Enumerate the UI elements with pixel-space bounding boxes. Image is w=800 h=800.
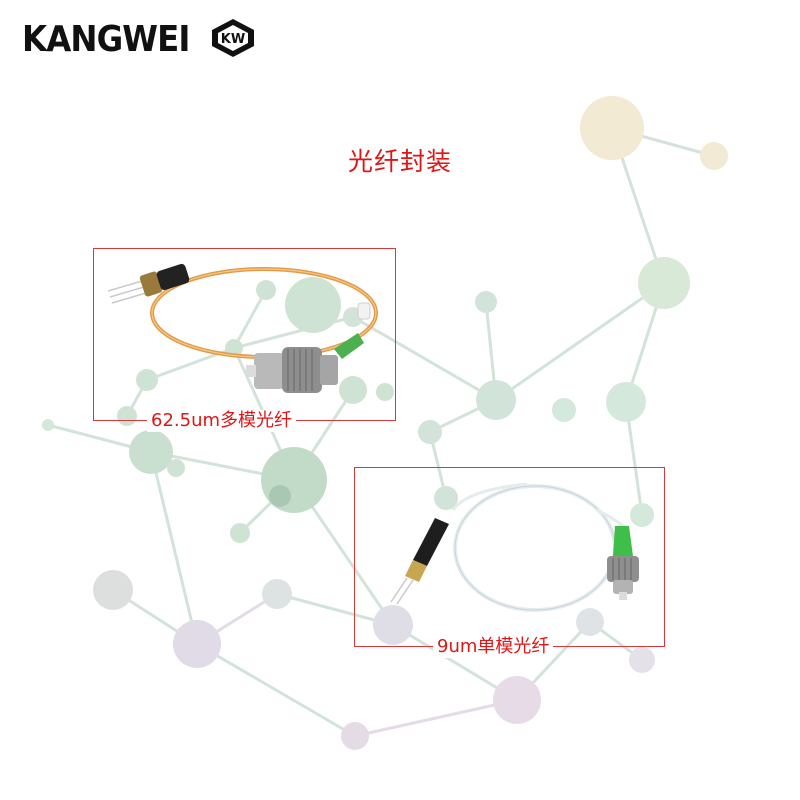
- caption-singlemode: 9um单模光纤: [433, 636, 554, 658]
- kw-badge-icon: KW: [212, 19, 254, 57]
- multimode-fiber-photo: [107, 263, 378, 393]
- page-title: 光纤封装: [347, 147, 452, 176]
- caption-multimode: 62.5um多模光纤: [147, 410, 297, 432]
- logo-text: KANGWEI: [22, 18, 190, 60]
- singlemode-fiber-photo: [390, 482, 639, 612]
- brand-logo: KANGWEI KW: [22, 14, 254, 64]
- badge-text: KW: [221, 32, 245, 47]
